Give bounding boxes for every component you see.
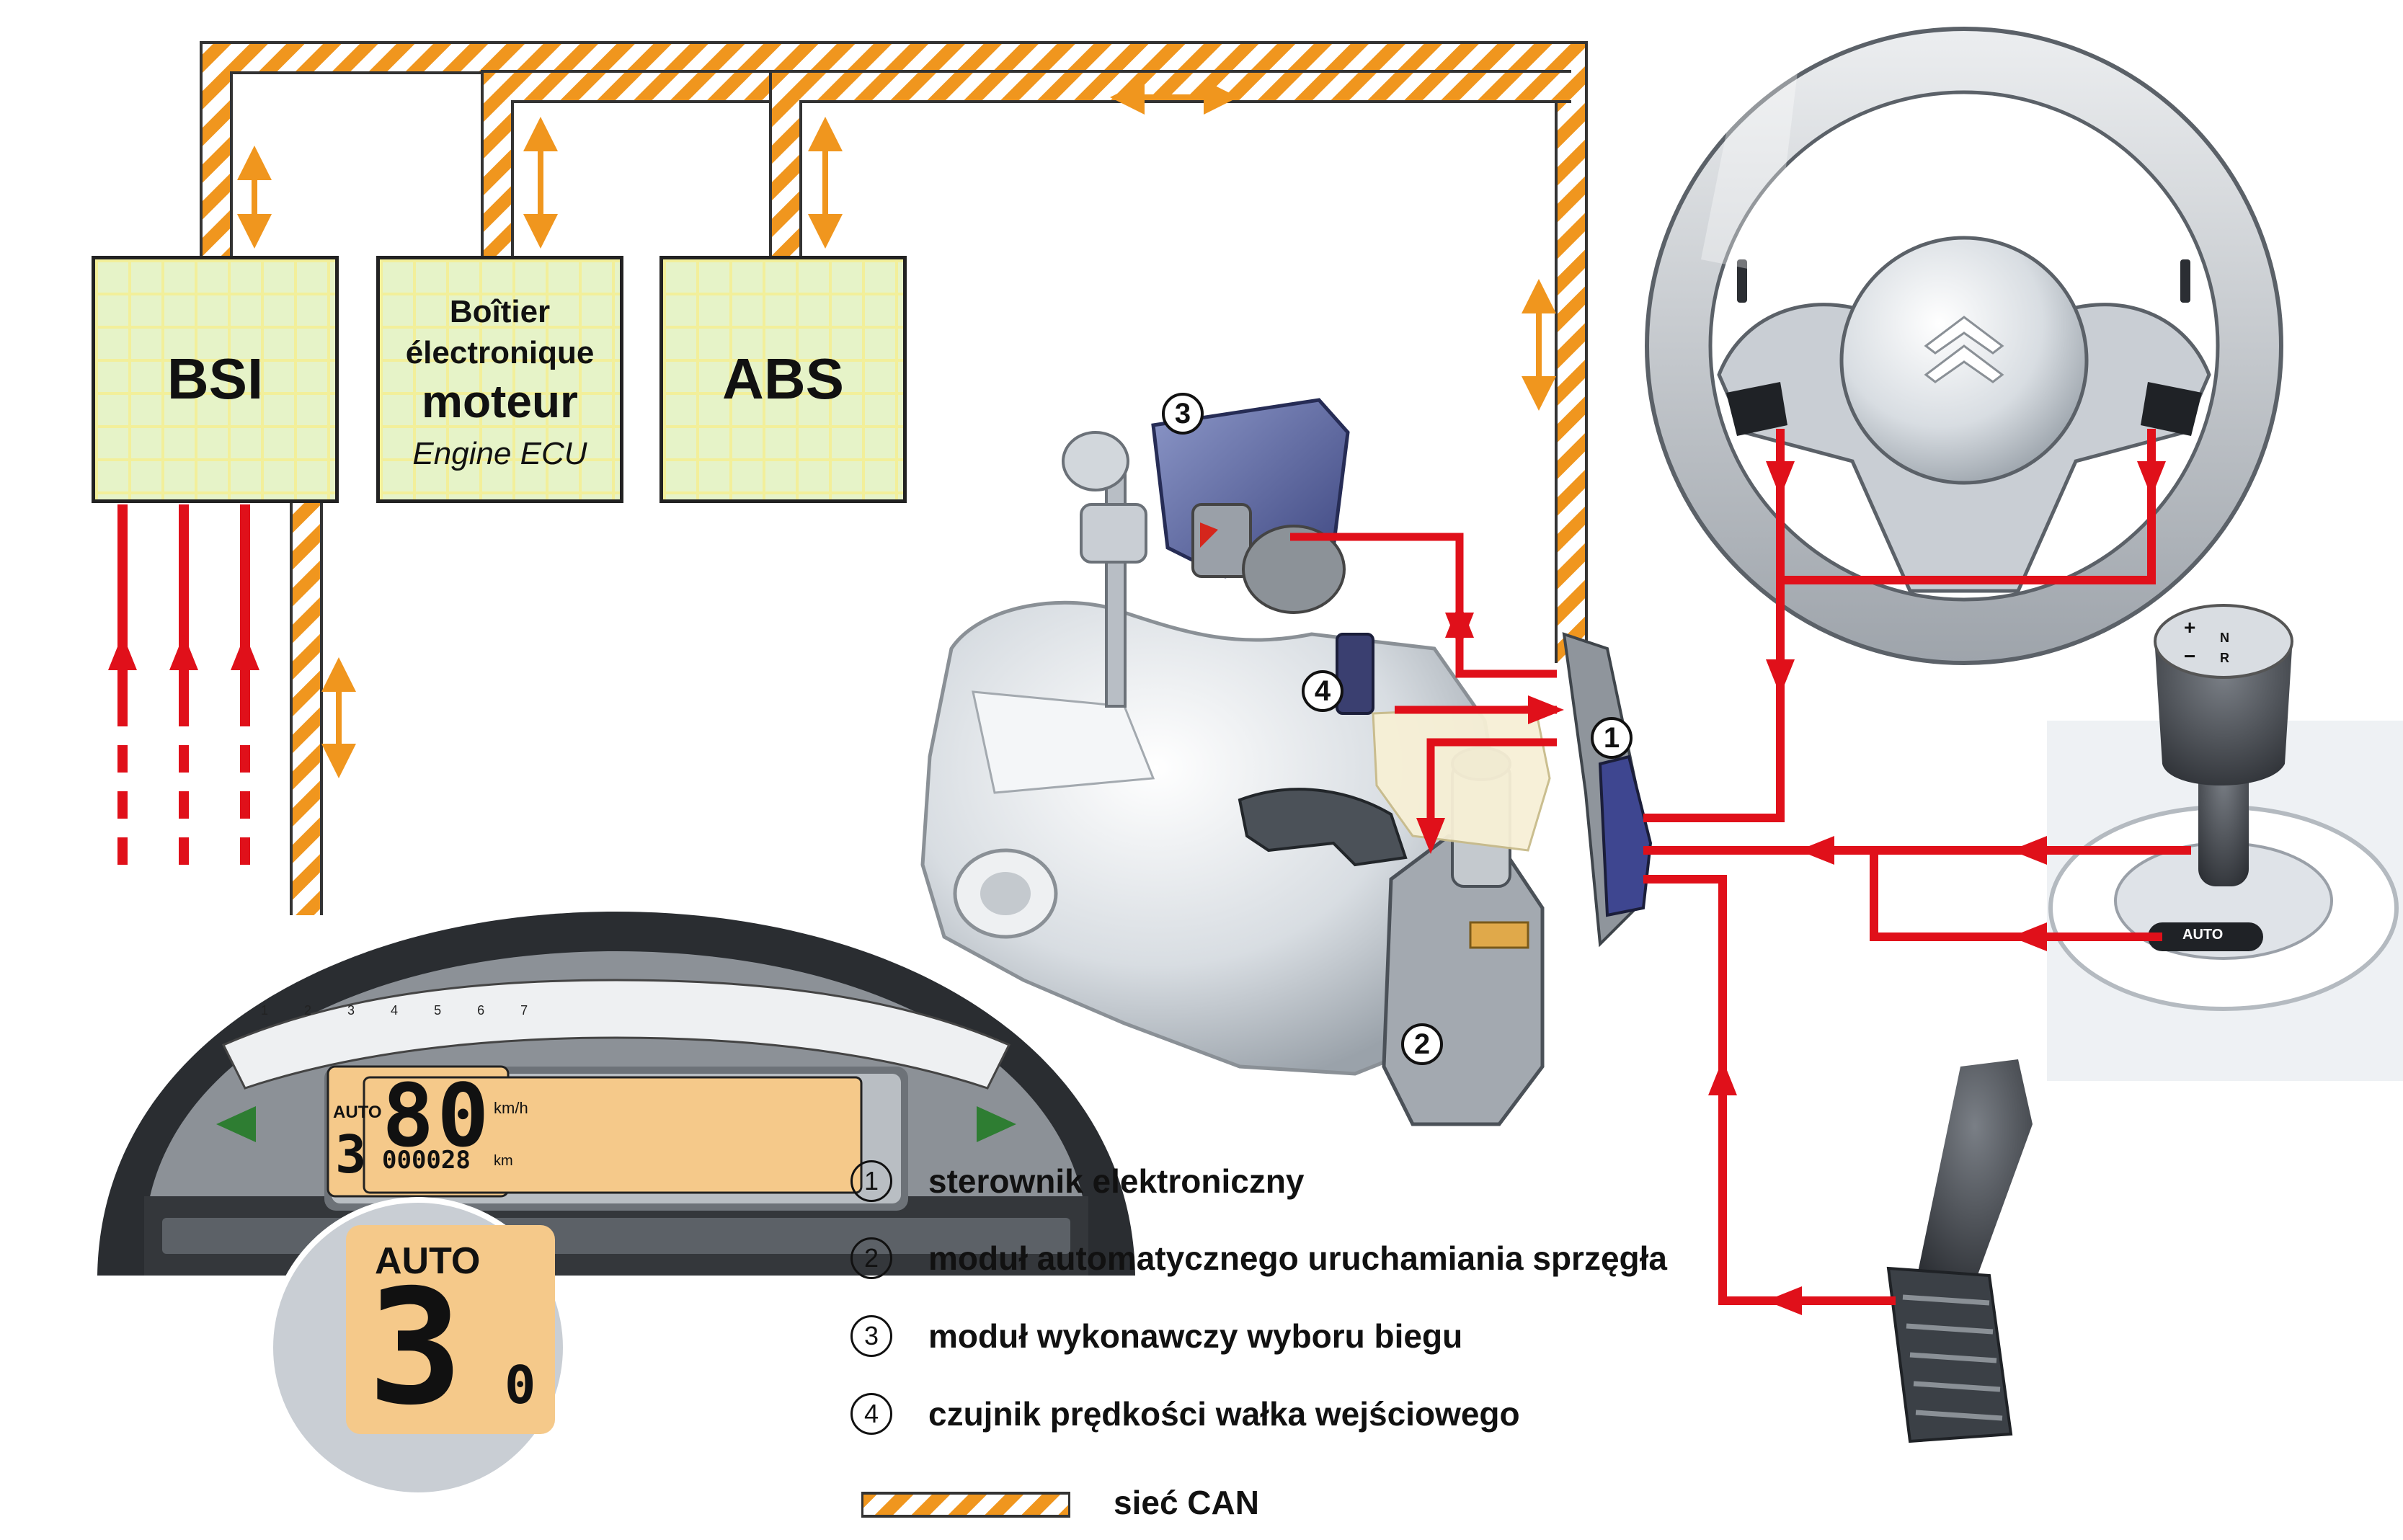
shifter-n: N — [2220, 631, 2229, 645]
legend-num-3: 3 — [850, 1315, 892, 1357]
legend-item-3: 3 moduł wykonawczy wyboru biegu — [850, 1315, 1462, 1357]
callout-2: 2 — [1401, 1023, 1443, 1065]
legend-item-4: 4 czujnik prędkości wałka wejściowego — [850, 1393, 1520, 1435]
shifter-r: R — [2220, 651, 2229, 665]
zoom-auto: AUTO — [375, 1240, 481, 1282]
lcd-gear: 3 — [335, 1124, 367, 1185]
lcd-speed-unit: km/h — [494, 1099, 528, 1117]
steering-wheel — [1645, 27, 2283, 665]
tach-6: 6 — [477, 1003, 485, 1018]
engine-ecu-line3: moteur — [422, 375, 578, 427]
tach-scale: 1 2 3 4 5 6 7 — [261, 1003, 982, 1018]
abs-label: ABS — [722, 347, 844, 411]
callout-3: 3 — [1162, 393, 1204, 435]
tach-5: 5 — [434, 1003, 442, 1018]
tach-7: 7 — [520, 1003, 528, 1018]
bsi-inputs — [108, 504, 259, 865]
legend-num-4: 4 — [850, 1393, 892, 1435]
callout-4: 4 — [1302, 670, 1343, 712]
legend-item-2: 2 moduł automatycznego uruchamiania sprz… — [850, 1237, 1667, 1279]
can-network — [200, 41, 1588, 915]
auto-button-label: AUTO — [2182, 927, 2224, 943]
tach-4: 4 — [391, 1003, 399, 1018]
gearbox-signal-arrowheads — [1416, 602, 1564, 854]
tach-3: 3 — [347, 1003, 355, 1018]
legend-num-2: 2 — [850, 1237, 892, 1279]
accelerator-pedal — [1886, 1059, 2033, 1443]
legend-text-1: sterownik elektroniczny — [928, 1162, 1305, 1200]
abs-box: ABS — [659, 256, 907, 503]
engine-ecu-line4: Engine ECU — [412, 436, 587, 471]
control-signal-arrowheads — [1708, 461, 2166, 1315]
lcd-auto: AUTO — [333, 1103, 382, 1122]
legend-item-1: 1 sterownik elektroniczny — [850, 1160, 1305, 1202]
shifter-minus: − — [2184, 645, 2196, 667]
zoom-digit: 0 — [505, 1355, 536, 1415]
legend-text-2: moduł automatycznego uruchamiania sprzęg… — [928, 1239, 1667, 1277]
engine-ecu-line2: électronique — [405, 335, 595, 370]
legend-text-3: moduł wykonawczy wyboru biegu — [928, 1317, 1463, 1355]
zoom-gear: 3 — [368, 1255, 463, 1440]
legend-text-4: czujnik prędkości wałka wejściowego — [928, 1395, 1520, 1433]
shifter-plus: + — [2184, 616, 2196, 638]
bsi-label: BSI — [166, 347, 264, 411]
lcd-odometer: 000028 — [382, 1146, 471, 1175]
legend-num-1: 1 — [850, 1160, 892, 1202]
tach-1: 1 — [261, 1003, 269, 1018]
lcd-odometer-unit: km — [494, 1153, 513, 1169]
engine-ecu-line1: Boîtier — [449, 294, 551, 329]
engine-ecu-box: Boîtier électronique moteur Engine ECU — [376, 256, 623, 503]
can-legend-label: sieć CAN — [1114, 1484, 1259, 1521]
callout-1: 1 — [1591, 717, 1633, 759]
gear-selector — [2047, 604, 2403, 1081]
tach-2: 2 — [304, 1003, 312, 1018]
lcd-speed: 80 — [382, 1067, 492, 1167]
bsi-box: BSI — [92, 256, 339, 503]
can-legend-swatch — [861, 1492, 1070, 1518]
gearbox-illustration — [920, 398, 1653, 1126]
